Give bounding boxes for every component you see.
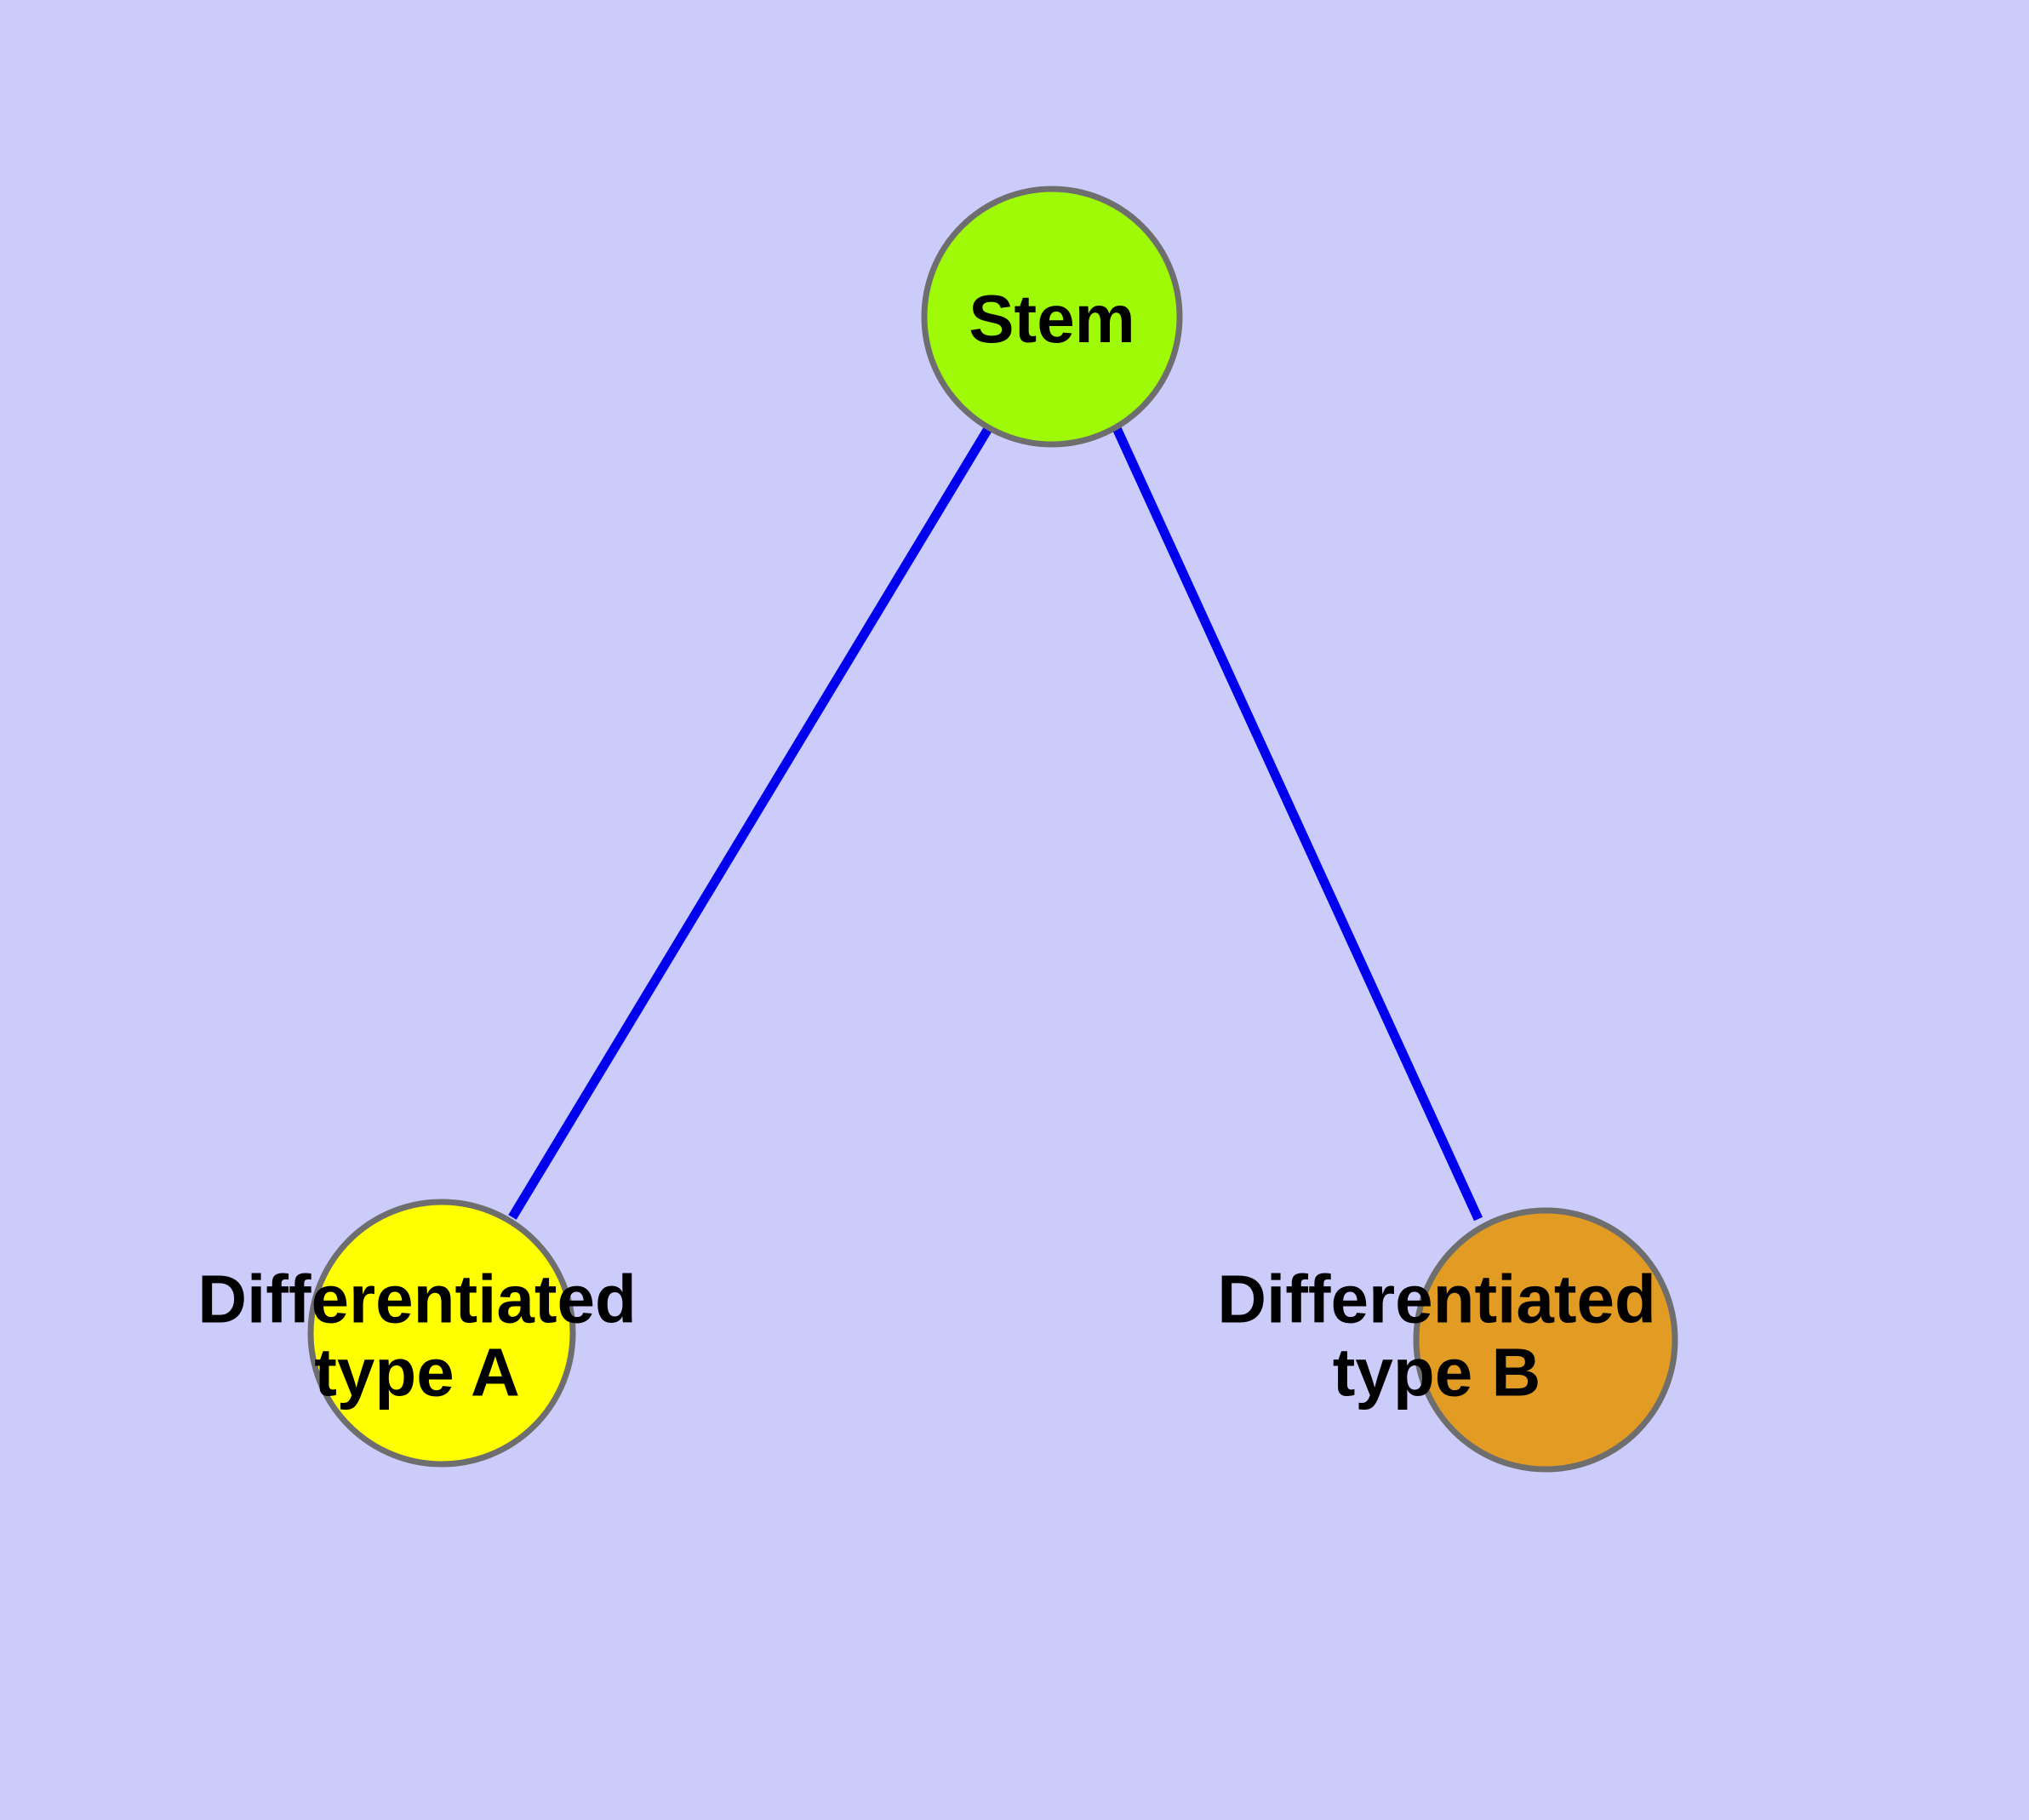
nodes-layer [307,186,1678,1473]
graph-edge-stem-to-diff-a[interactable] [508,425,993,1220]
graph-node-diff-a[interactable] [307,1199,576,1468]
graph-node-stem[interactable] [921,186,1183,448]
edges-layer [508,425,1483,1222]
graph-edge-stem-to-diff-b[interactable] [1112,426,1483,1222]
graph-node-diff-b[interactable] [1413,1207,1678,1473]
